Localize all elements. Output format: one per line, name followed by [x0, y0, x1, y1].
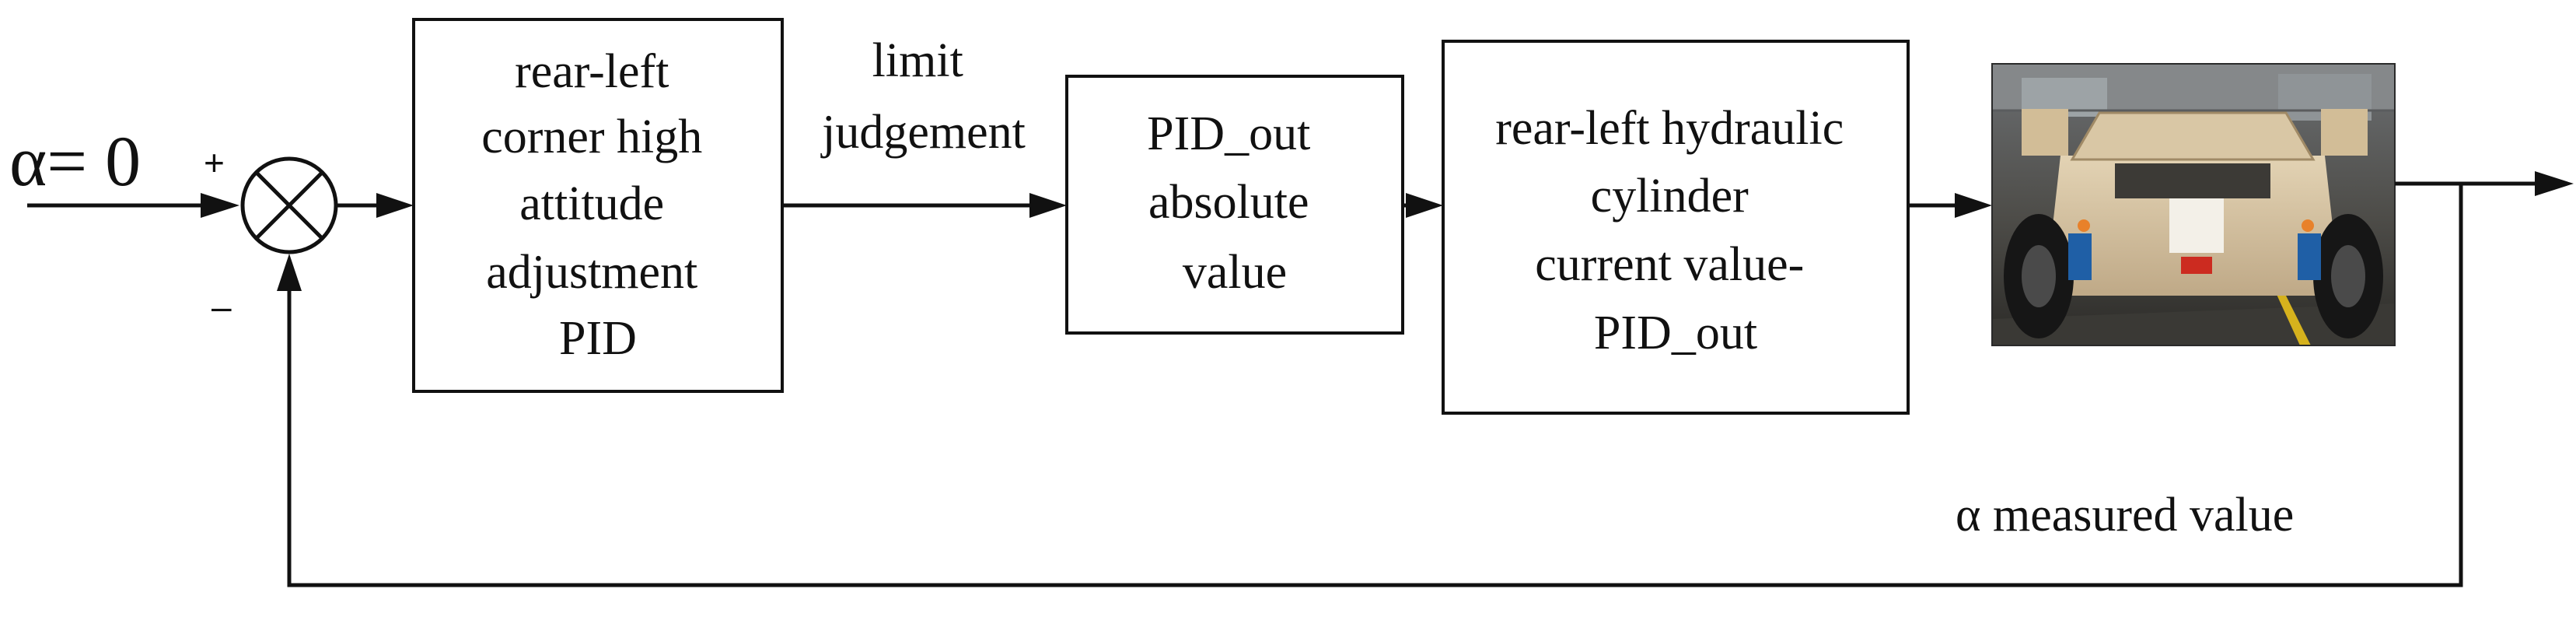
- plus-sign: +: [204, 142, 225, 183]
- feedback-arrowhead: [277, 254, 302, 291]
- absolute-value-block: [1065, 75, 1404, 335]
- cyl-block-line: PID_out: [1594, 307, 1757, 359]
- output-arrowhead: [2535, 171, 2574, 196]
- limit-label-line: limit: [872, 34, 963, 87]
- abs-block-line: PID_out: [1147, 107, 1310, 160]
- hydraulic-cylinder-block: [1442, 40, 1910, 415]
- junction-to-pid-arrowhead: [376, 193, 414, 218]
- cyl-block-line: cylinder: [1591, 170, 1749, 223]
- limit-judgement-label: limit judgement: [820, 34, 1026, 159]
- pid-block-label: rear-left corner high attitude adjustmen…: [481, 45, 715, 365]
- pid-block-line: corner high: [481, 110, 702, 163]
- feedback-line: [287, 184, 2463, 587]
- vehicle-photo-icon: [1991, 63, 2396, 346]
- minus-sign: –: [211, 286, 232, 327]
- pid-block-line: PID: [559, 312, 637, 365]
- cyl-block-label: rear-left hydraulic cylinder current val…: [1495, 102, 1856, 359]
- limit-label-line: judgement: [820, 106, 1026, 159]
- abs-block-line: absolute: [1148, 176, 1309, 229]
- pid-to-abs-arrowhead: [1029, 193, 1067, 218]
- pid-controller-block: [412, 18, 784, 393]
- cyl-to-plant-arrowhead: [1955, 193, 1992, 218]
- pid-block-line: attitude: [519, 177, 664, 230]
- input-arrowhead: [201, 193, 239, 218]
- summing-junction: [240, 156, 338, 254]
- input-alpha-label: α= 0: [9, 121, 141, 201]
- abs-block-line: value: [1183, 246, 1287, 299]
- cyl-block-line: current value-: [1535, 238, 1804, 291]
- alpha-measured-value-label: α measured value: [1956, 489, 2294, 542]
- abs-to-cyl-arrowhead: [1406, 193, 1443, 218]
- abs-block-label: PID_out absolute value: [1147, 107, 1323, 299]
- pid-block-line: rear-left: [515, 45, 669, 98]
- pid-block-line: adjustment: [486, 246, 697, 299]
- cyl-block-line: rear-left hydraulic: [1495, 102, 1844, 155]
